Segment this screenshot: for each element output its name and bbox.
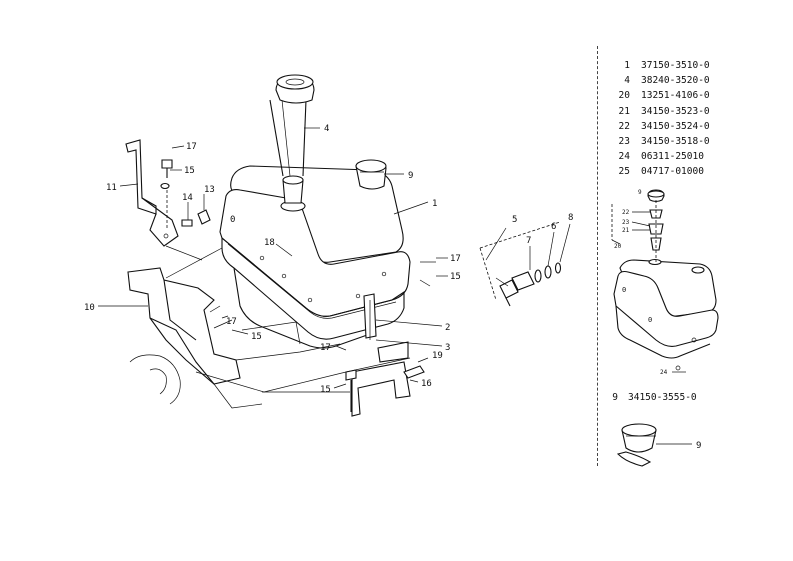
- callout-1: 1: [432, 199, 437, 209]
- parts-row: 25 04717-01000: [608, 164, 710, 179]
- callout-2: 2: [445, 323, 450, 333]
- lower-bracket: [127, 267, 241, 385]
- part-index: 25: [618, 166, 630, 178]
- callout-19: 19: [432, 351, 443, 361]
- callout-16: 16: [421, 379, 432, 389]
- parts-row: 1 37150-3510-0: [608, 58, 710, 73]
- part-index: 23: [618, 136, 630, 148]
- cap-detail: 9: [616, 423, 701, 467]
- callout-15c: 15: [251, 332, 262, 342]
- callout-17a: 17: [186, 142, 197, 152]
- parts-row: 4 38240-3520-0: [608, 73, 710, 88]
- svg-text:0: 0: [622, 286, 626, 294]
- callout-5: 5: [512, 215, 517, 225]
- parts-row: 22 34150-3524-0: [608, 119, 710, 134]
- bolt-set-left: [160, 159, 211, 230]
- inset-callout-9: 9: [638, 189, 642, 196]
- callout-13: 13: [204, 185, 215, 195]
- frame-outline: [129, 321, 411, 409]
- part-index: 20: [618, 90, 630, 102]
- callout-17d: 17: [320, 343, 331, 353]
- part-index: 22: [618, 120, 630, 132]
- callout-17b: 17: [450, 254, 461, 264]
- svg-text:0: 0: [648, 316, 652, 324]
- part-number: 34150-3524-0: [641, 120, 710, 132]
- cap-part-note: 9 34150-3555-0: [612, 392, 697, 403]
- inset-callout-21: 21: [622, 227, 630, 234]
- inset-callout-23: 23: [622, 219, 630, 226]
- part-index: 24: [618, 151, 630, 163]
- guide-lines: [165, 245, 436, 393]
- note-part-number: 34150-3555-0: [628, 392, 697, 403]
- inset-callout-22: 22: [622, 209, 630, 216]
- table-divider: [597, 46, 598, 466]
- part-number: 06311-25010: [641, 151, 704, 163]
- part-number: 37150-3510-0: [641, 60, 710, 71]
- parts-table: 1 37150-3510-0 4 38240-3520-0 20 13251-4106…: [608, 58, 710, 180]
- svg-text:0: 0: [230, 215, 235, 225]
- filler-cap-assembly: [269, 74, 315, 212]
- spare-cap: [355, 159, 387, 190]
- parts-row: 20 13251-4106-0: [608, 88, 710, 103]
- callout-4: 4: [324, 124, 329, 134]
- part-index: 1: [624, 60, 630, 71]
- part-number: 13251-4106-0: [641, 90, 710, 102]
- callout-10: 10: [84, 303, 95, 313]
- part-index: 4: [624, 75, 630, 87]
- callout-15a: 15: [184, 166, 195, 176]
- leader-lines: [98, 127, 571, 389]
- fuel-cock-assembly: [479, 221, 562, 307]
- callout-18: 18: [264, 238, 275, 248]
- parts-row: 21 34150-3523-0: [608, 104, 710, 119]
- note-index: 9: [612, 392, 618, 403]
- inset-callout-20: 20: [614, 243, 622, 250]
- part-number: 34150-3518-0: [641, 136, 710, 148]
- inset-tank: 0 0 22 23 21 20 9 24: [611, 189, 719, 376]
- callout-14: 14: [182, 193, 193, 203]
- upper-bracket: [125, 139, 179, 247]
- inset-callout-24: 24: [660, 369, 668, 376]
- callout-6: 6: [551, 222, 556, 232]
- part-index: 21: [618, 105, 630, 117]
- part-number: 38240-3520-0: [641, 75, 710, 87]
- part-number: 04717-01000: [641, 166, 704, 178]
- callout-9: 9: [408, 171, 413, 181]
- right-bracket: [345, 293, 425, 417]
- callout-17c: 17: [226, 317, 237, 327]
- callout-11: 11: [106, 183, 117, 193]
- callout-8: 8: [568, 213, 573, 223]
- parts-row: 23 34150-3518-0: [608, 134, 710, 149]
- callout-15d: 15: [320, 385, 331, 395]
- callout-3: 3: [445, 343, 450, 353]
- callout-9-detail: 9: [696, 441, 701, 451]
- callout-labels: 4 9 1 17 15 11 14 13 18 10 17 15 5 7 6 8…: [84, 124, 573, 395]
- callout-7: 7: [526, 236, 531, 246]
- fuel-tank: 0: [219, 165, 411, 349]
- part-number: 34150-3523-0: [641, 105, 710, 117]
- parts-row: 24 06311-25010: [608, 149, 710, 164]
- callout-15b: 15: [450, 272, 461, 282]
